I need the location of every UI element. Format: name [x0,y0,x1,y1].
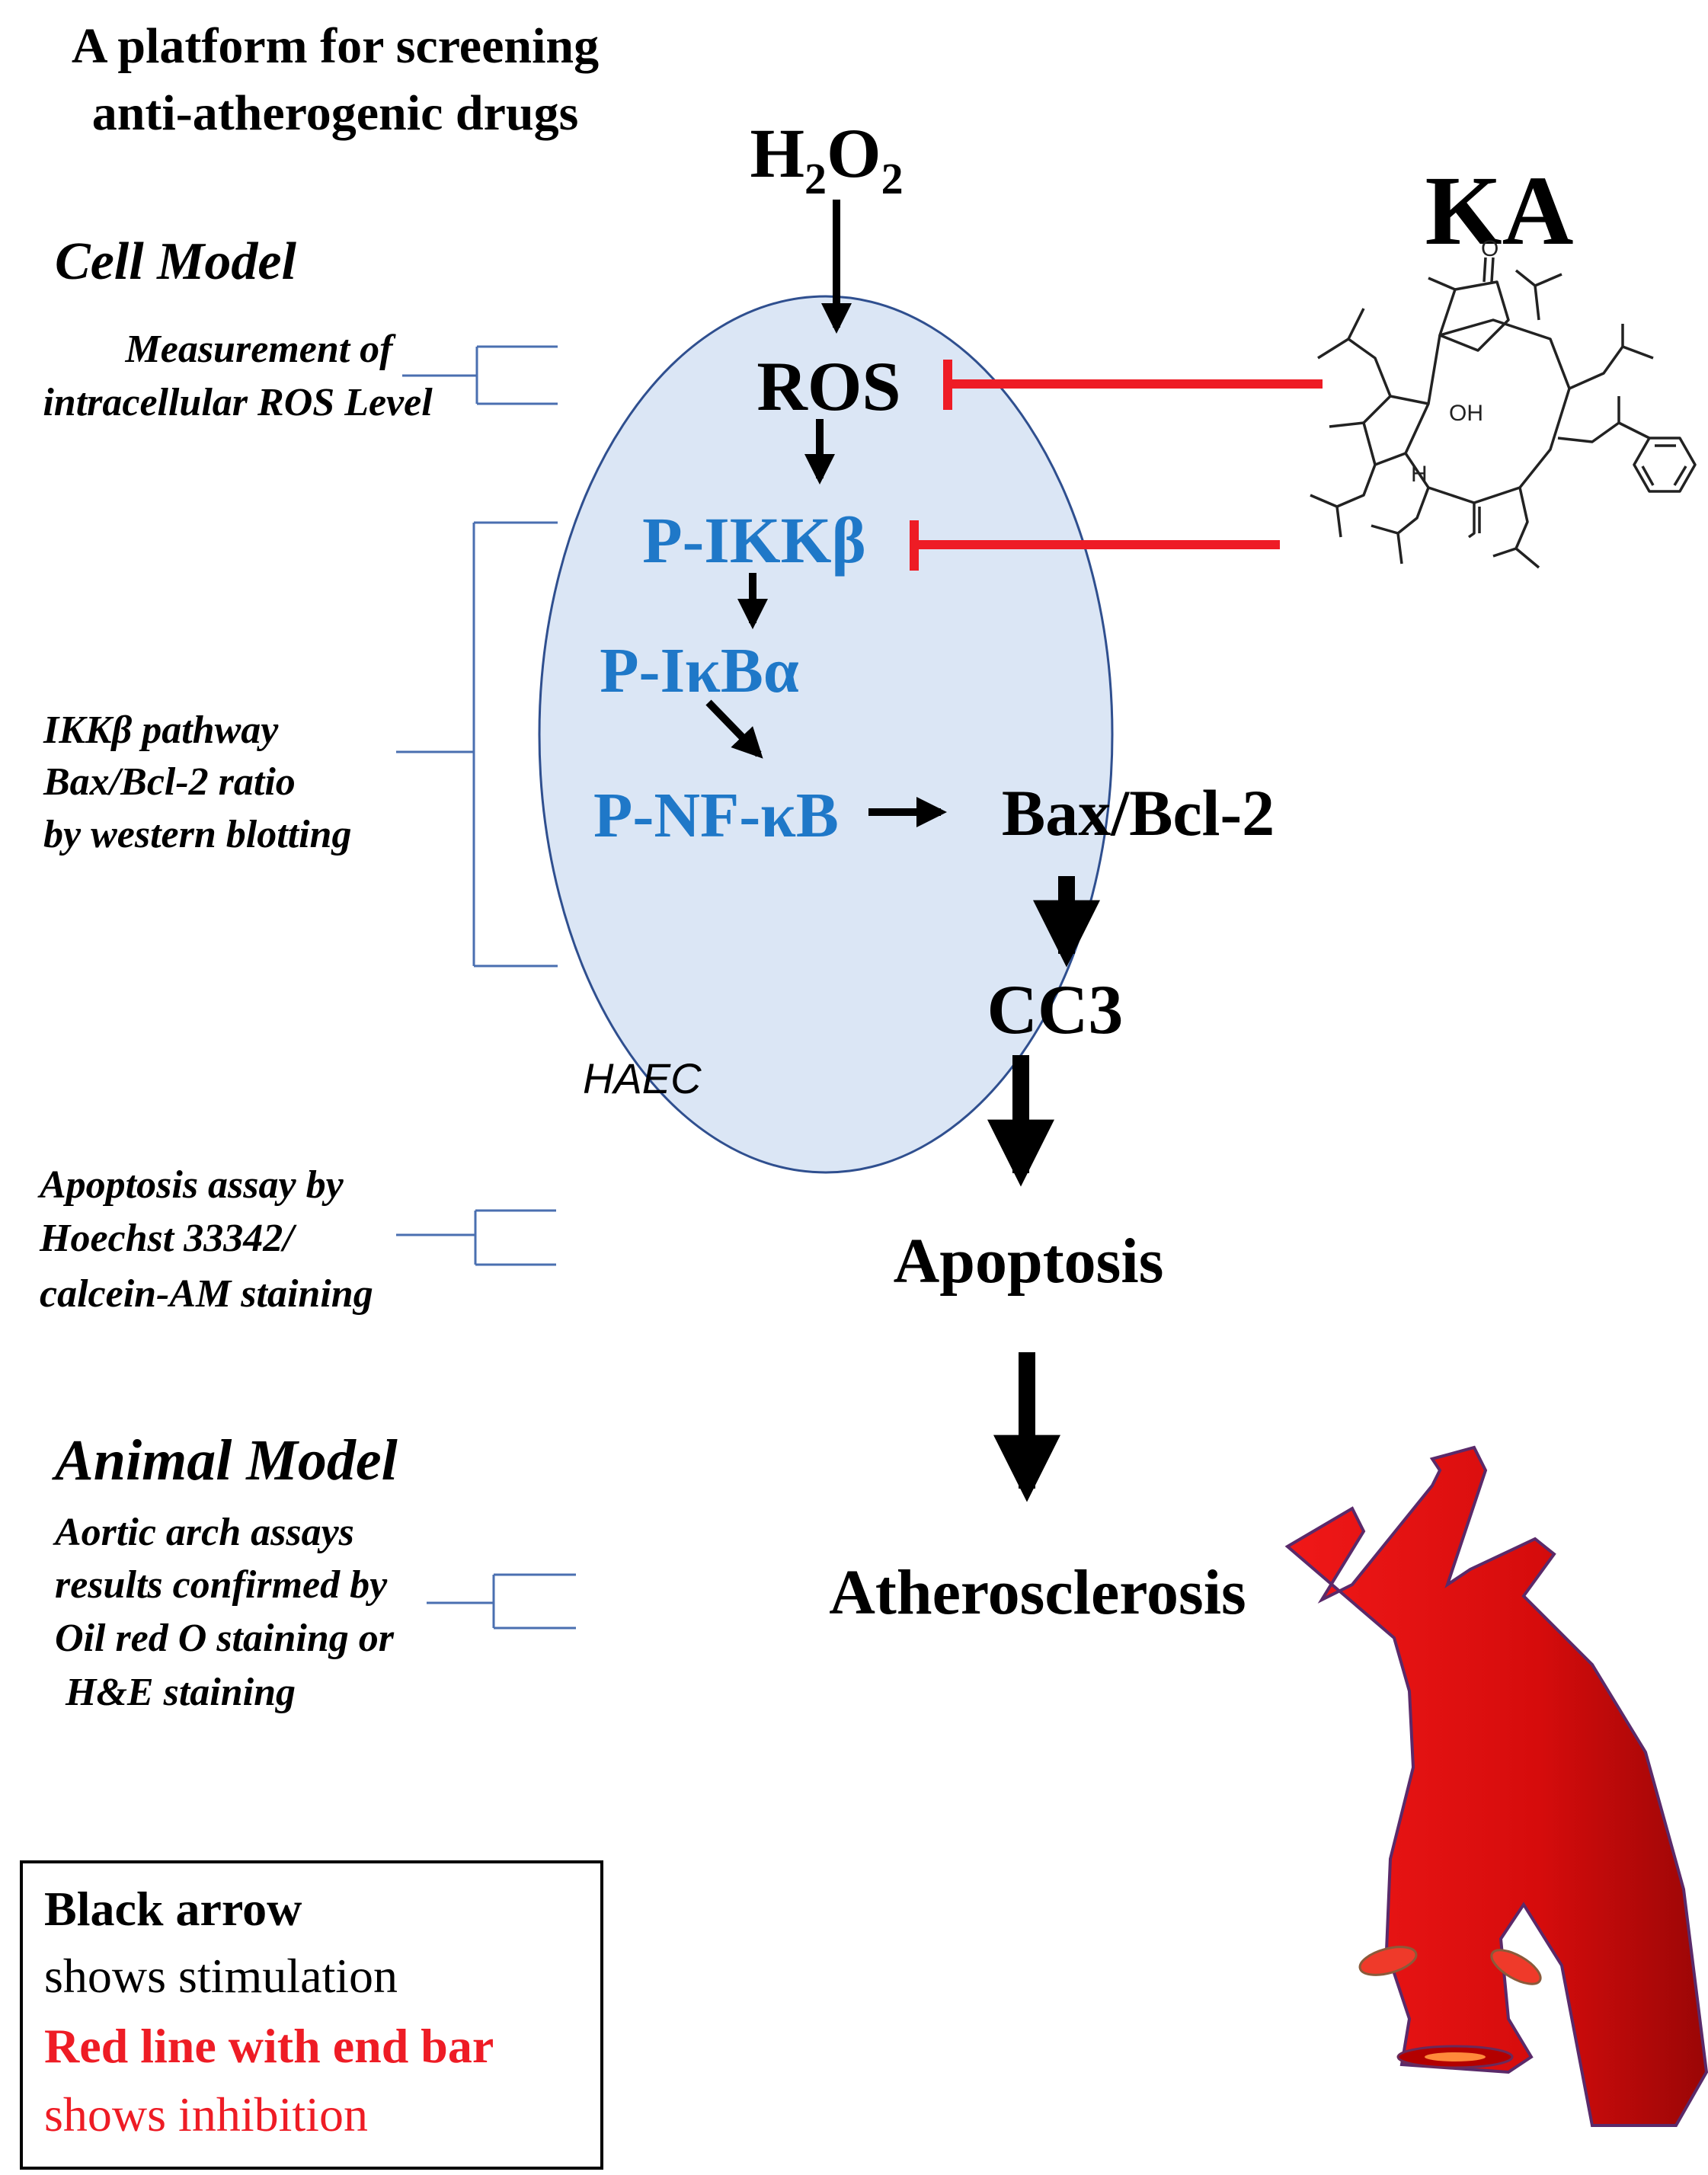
animal-note-line-2: results confirmed by [55,1563,388,1607]
ros-node: ROS [756,347,900,425]
animal-note-line-4: H&E staining [65,1671,296,1714]
inhibition-lines [910,360,1323,571]
p-nfkb-node: P-NF-κB [593,780,839,851]
legend-line-3: Red line with end bar [44,2019,494,2073]
h2o2-label: H2O2 [750,114,903,203]
p-ikba-node: P-IκBα [600,635,799,706]
aortic-arch-illustration [1284,1445,1708,2127]
bracket-animal [427,1573,576,1630]
bracket-ros [402,345,558,405]
legend-line-1: Black arrow [44,1882,302,1936]
aorta-body [1284,1445,1708,2127]
ka-oh-label: OH [1449,401,1483,426]
cell-model-heading: Cell Model [55,232,296,291]
coronary-branch-right [1490,1949,1542,1985]
ikk-note-line-1: IKKβ pathway [43,708,279,752]
p-ikkb-node: P-IKKβ [642,504,866,577]
legend: Black arrow shows stimulation Red line w… [20,1860,603,2170]
apoptosis-note-line-1: Apoptosis assay by [37,1163,344,1207]
ros-note-line-1: Measurement of [125,328,397,371]
apoptosis-note-line-3: calcein-AM staining [40,1272,373,1316]
title-line-2: anti-atherogenic drugs [92,85,579,141]
aorta-opening-inner [1425,2052,1486,2061]
animal-note: Aortic arch assays results confirmed by … [53,1511,395,1714]
animal-model-heading: Animal Model [52,1428,398,1492]
coronary-branch-left [1358,1946,1418,1976]
chemical-structure-icon: OH H O [1310,236,1697,569]
animal-note-line-1: Aortic arch assays [53,1511,354,1554]
legend-line-4: shows inhibition [44,2087,368,2141]
atherosclerosis-node: Atherosclerosis [829,1557,1246,1628]
bracket-ikk [396,521,558,968]
cell-label: HAEC [583,1054,702,1102]
ka-compound-name: KA [1425,156,1574,266]
cc3-node: CC3 [987,971,1124,1048]
haec-cell [538,295,1114,1174]
ka-o-label: O [1481,236,1498,261]
ros-note: Measurement of intracellular ROS Level [43,328,433,424]
stimulation-arrows [705,200,1100,1502]
bax-bcl2-node: Bax/Bcl-2 [1002,776,1275,849]
apoptosis-note-line-2: Hoechst 33342/ [39,1217,297,1260]
title-line-1: A platform for screening [72,18,599,74]
animal-note-line-3: Oil red O staining or [55,1617,395,1660]
bracket-apoptosis [396,1209,556,1266]
legend-box [20,1860,603,2170]
apoptosis-note: Apoptosis assay by Hoechst 33342/ calcei… [37,1163,373,1316]
ka-h-label: H [1411,462,1428,487]
arrow-ikba-nfkb [705,699,763,759]
ros-note-line-2: intracellular ROS Level [43,381,433,424]
legend-line-2: shows stimulation [44,1949,398,2003]
ikk-note-line-3: by western blotting [43,813,351,856]
ikk-note-line-2: Bax/Bcl-2 ratio [43,760,296,804]
apoptosis-node: Apoptosis [894,1226,1164,1297]
ikk-note: IKKβ pathway Bax/Bcl-2 ratio by western … [43,708,351,856]
